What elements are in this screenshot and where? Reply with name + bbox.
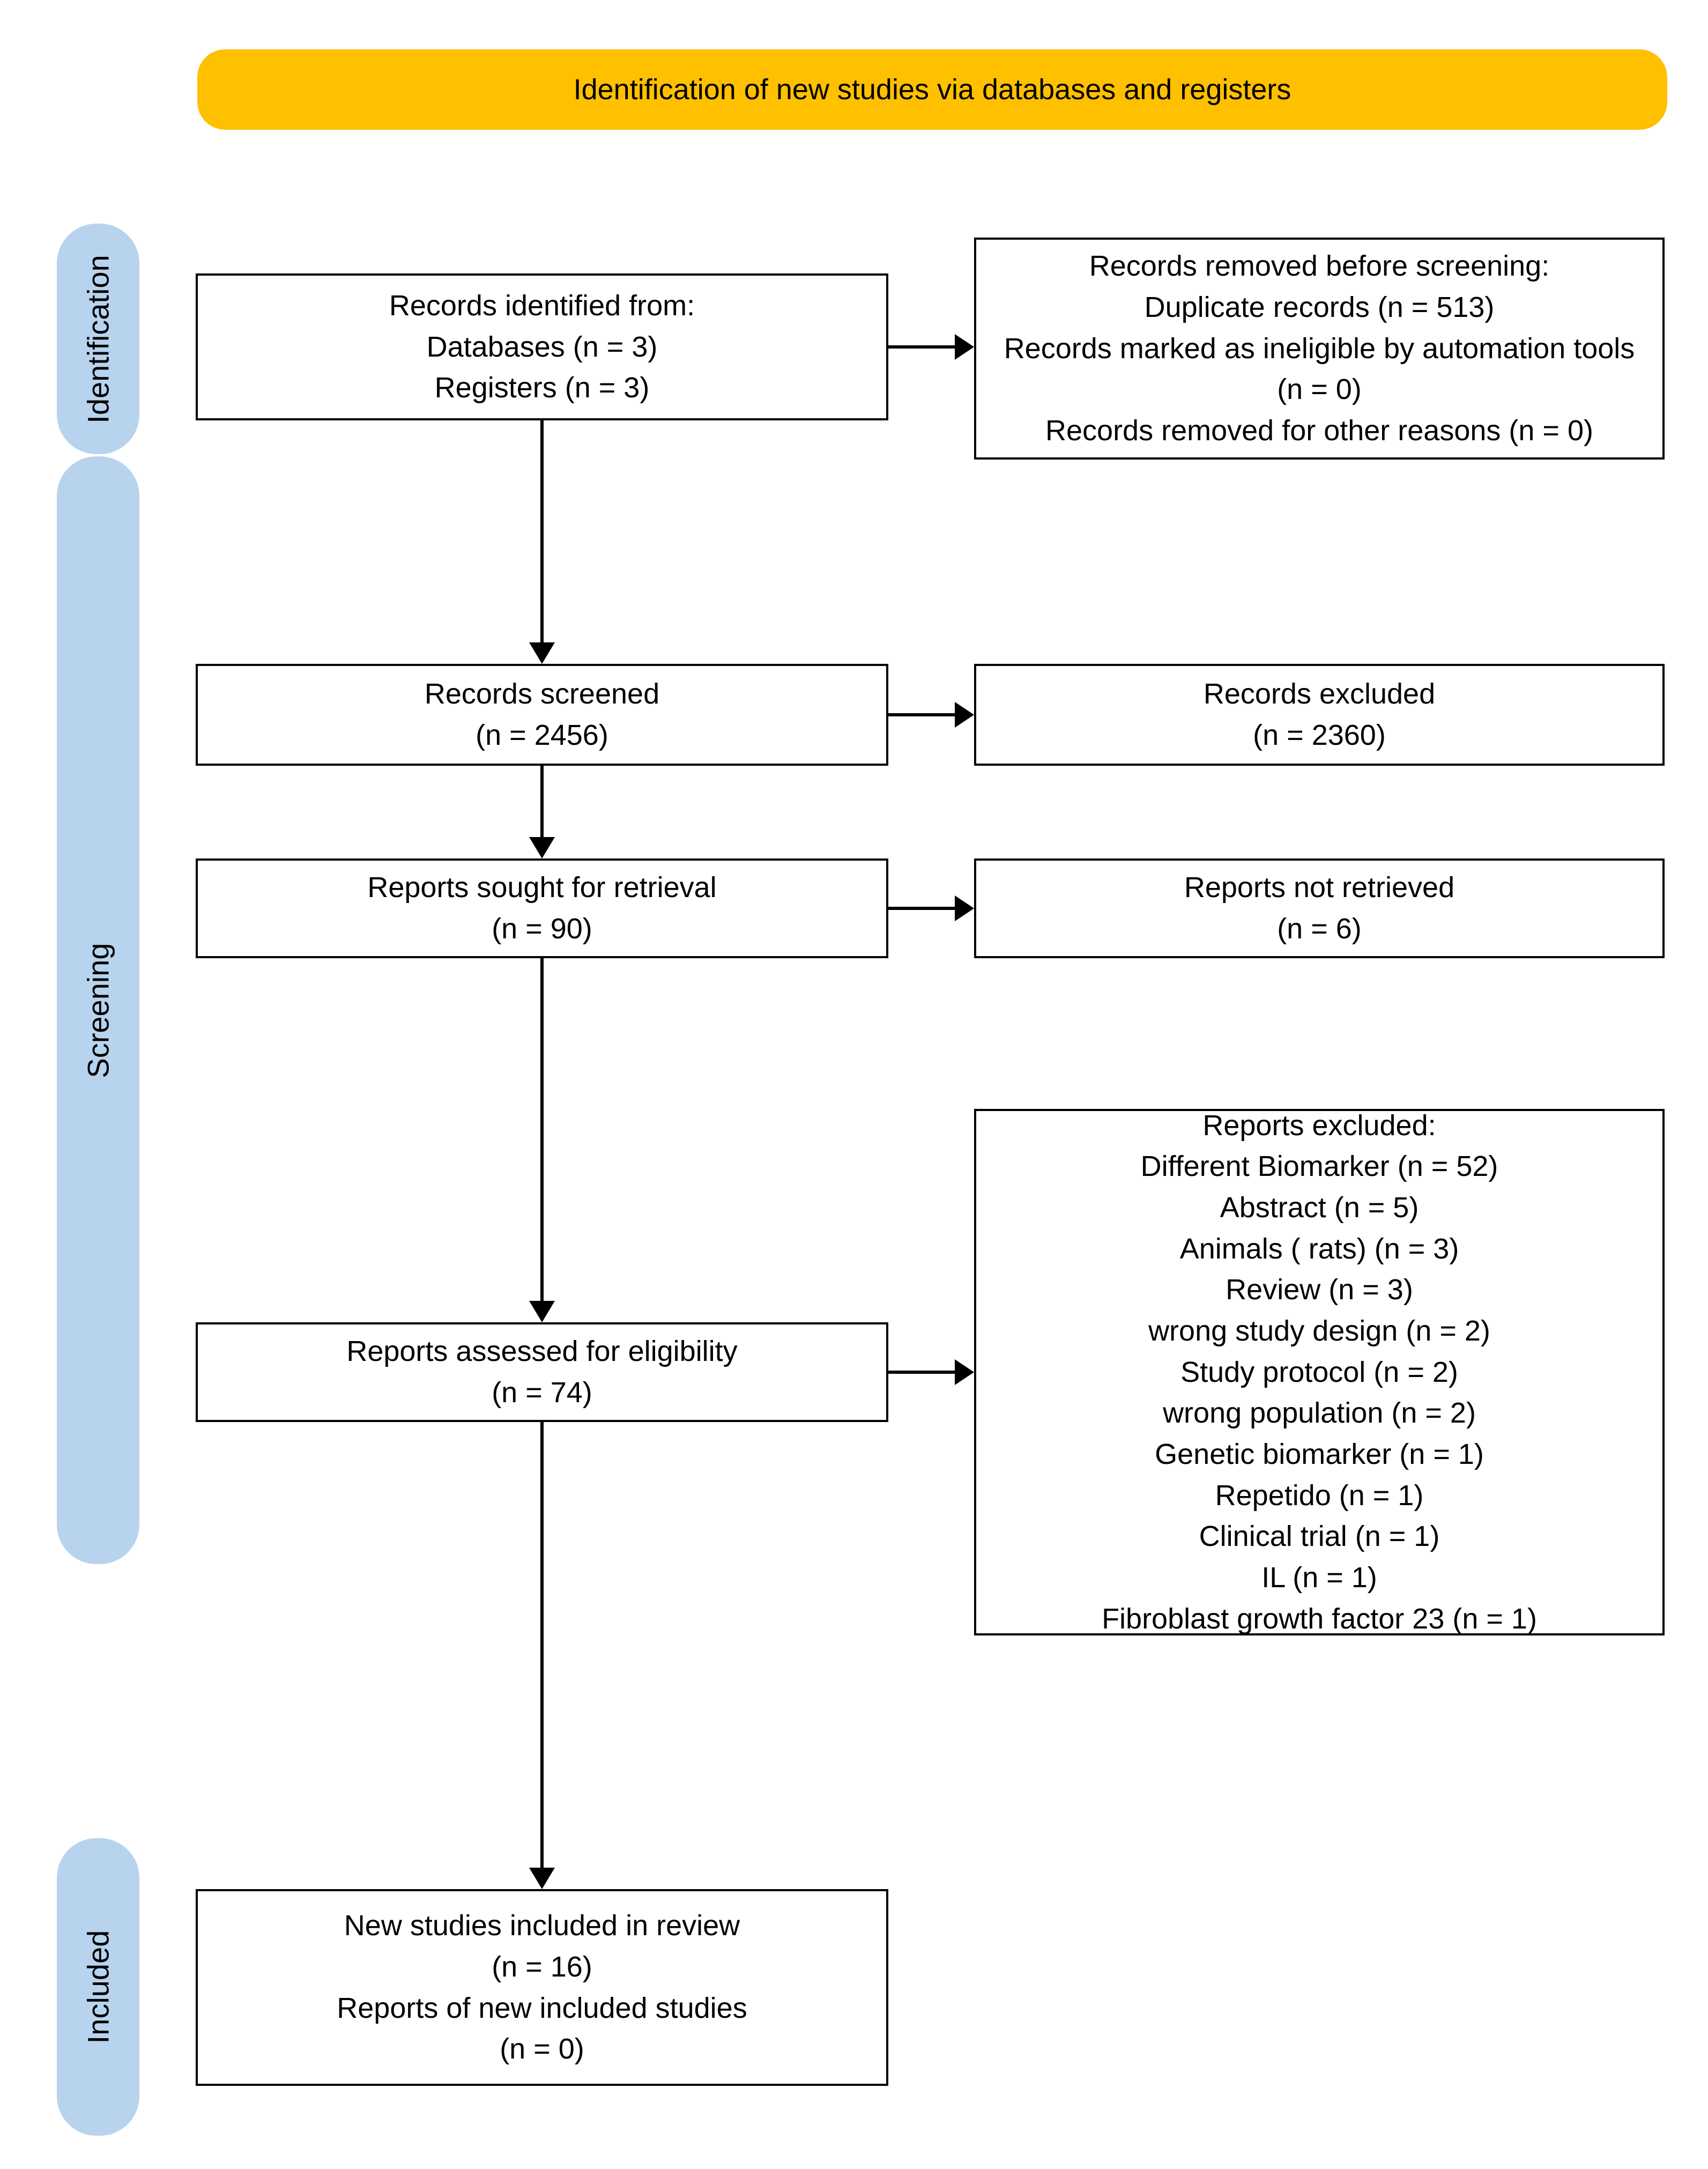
arrow-shaft bbox=[540, 1422, 544, 1868]
title-banner-label: Identification of new studies via databa… bbox=[573, 73, 1291, 106]
stage-label-identification: Identification bbox=[81, 254, 115, 424]
arrow-shaft bbox=[888, 1371, 956, 1374]
arrow-shaft bbox=[888, 345, 956, 349]
arrow-right-icon bbox=[955, 334, 974, 360]
box-records-identified: Records identified from: Databases (n = … bbox=[196, 273, 888, 420]
arrow-down-icon bbox=[529, 1301, 555, 1322]
stage-bar-identification: Identification bbox=[57, 224, 139, 454]
box-reports-not-retrieved-text: Reports not retrieved (n = 6) bbox=[1184, 871, 1455, 945]
stage-bar-included: Included bbox=[57, 1838, 139, 2136]
arrow-down-icon bbox=[529, 642, 555, 664]
box-records-removed: Records removed before screening: Duplic… bbox=[974, 238, 1665, 460]
arrow-right-icon bbox=[955, 1359, 974, 1385]
box-new-studies-included: New studies included in review (n = 16) … bbox=[196, 1889, 888, 2086]
box-reports-assessed: Reports assessed for eligibility (n = 74… bbox=[196, 1322, 888, 1422]
arrow-shaft bbox=[540, 766, 544, 837]
arrow-right-icon bbox=[955, 895, 974, 921]
box-reports-excluded: Reports excluded: Different Biomarker (n… bbox=[974, 1109, 1665, 1635]
arrow-right-icon bbox=[955, 702, 974, 728]
arrow-shaft bbox=[888, 907, 956, 910]
box-reports-sought-text: Reports sought for retrieval (n = 90) bbox=[367, 871, 717, 945]
box-records-screened: Records screened (n = 2456) bbox=[196, 664, 888, 766]
arrow-down-icon bbox=[529, 1868, 555, 1889]
arrow-down-icon bbox=[529, 837, 555, 858]
box-records-removed-text: Records removed before screening: Duplic… bbox=[1004, 250, 1635, 447]
stage-label-screening: Screening bbox=[81, 942, 115, 1078]
box-records-excluded-text: Records excluded (n = 2360) bbox=[1203, 678, 1436, 751]
box-reports-excluded-text: Reports excluded: Different Biomarker (n… bbox=[1102, 1109, 1537, 1635]
arrow-shaft bbox=[540, 420, 544, 642]
arrow-shaft bbox=[888, 713, 956, 716]
box-records-identified-text: Records identified from: Databases (n = … bbox=[389, 289, 695, 404]
box-new-studies-included-text: New studies included in review (n = 16) … bbox=[337, 1909, 747, 2066]
box-reports-sought: Reports sought for retrieval (n = 90) bbox=[196, 858, 888, 958]
box-records-excluded: Records excluded (n = 2360) bbox=[974, 664, 1665, 766]
box-records-screened-text: Records screened (n = 2456) bbox=[424, 678, 660, 751]
arrow-shaft bbox=[540, 958, 544, 1301]
stage-bar-screening: Screening bbox=[57, 456, 139, 1564]
stage-label-included: Included bbox=[81, 1930, 115, 2044]
box-reports-assessed-text: Reports assessed for eligibility (n = 74… bbox=[346, 1335, 738, 1409]
title-banner: Identification of new studies via databa… bbox=[197, 49, 1667, 130]
box-reports-not-retrieved: Reports not retrieved (n = 6) bbox=[974, 858, 1665, 958]
